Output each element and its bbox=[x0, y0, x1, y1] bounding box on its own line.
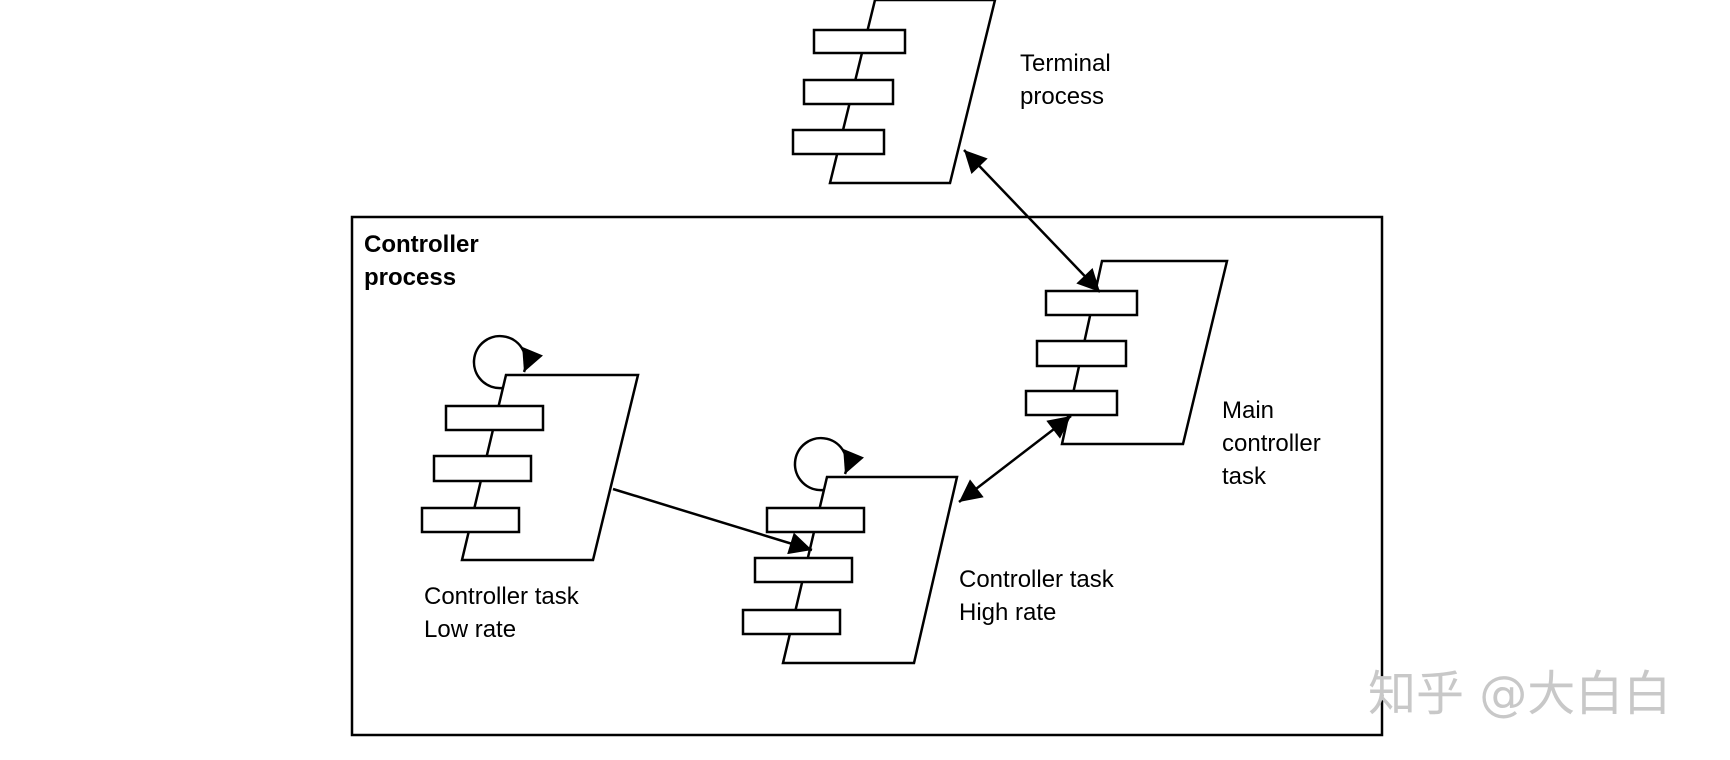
self-loop-high-rate-arrow bbox=[793, 436, 864, 492]
terminal-label-line-2: process bbox=[1020, 83, 1105, 110]
low-label-line-2: Low rate bbox=[424, 616, 517, 643]
main-controller-task-label: Main controller task bbox=[1222, 394, 1321, 493]
main-label-line-2: controller bbox=[1222, 430, 1321, 457]
controller-process-label: Controller process bbox=[364, 228, 479, 294]
controller-task-low-rate-label: Controller task Low rate bbox=[424, 580, 579, 646]
terminal-process-label: Terminal process bbox=[1020, 47, 1111, 113]
low-to-high-rate-arrow bbox=[612, 487, 813, 555]
main-label-line-1: Main bbox=[1222, 397, 1275, 424]
controller-task-high-rate-icon bbox=[741, 475, 959, 665]
main-high-rate-bidirectional-arrow bbox=[958, 415, 1072, 503]
low-label-line-1: Controller task bbox=[424, 583, 579, 610]
controller-label-line-1: Controller bbox=[364, 231, 479, 258]
controller-label-line-2: process bbox=[364, 264, 457, 291]
high-label-line-2: High rate bbox=[959, 599, 1057, 626]
terminal-label-line-1: Terminal bbox=[1020, 50, 1111, 77]
controller-task-high-rate-label: Controller task High rate bbox=[959, 563, 1114, 629]
self-loop-low-rate-arrow bbox=[472, 334, 543, 390]
main-controller-task-icon bbox=[1024, 259, 1229, 446]
watermark: 知乎 @大白白 bbox=[1368, 666, 1672, 722]
controller-task-low-rate-icon bbox=[420, 373, 640, 562]
terminal-main-bidirectional-arrow bbox=[963, 149, 1101, 293]
terminal-process-icon bbox=[791, 0, 997, 185]
main-label-line-3: task bbox=[1222, 463, 1267, 490]
controller-process-box bbox=[350, 215, 1384, 737]
high-label-line-1: Controller task bbox=[959, 566, 1114, 593]
